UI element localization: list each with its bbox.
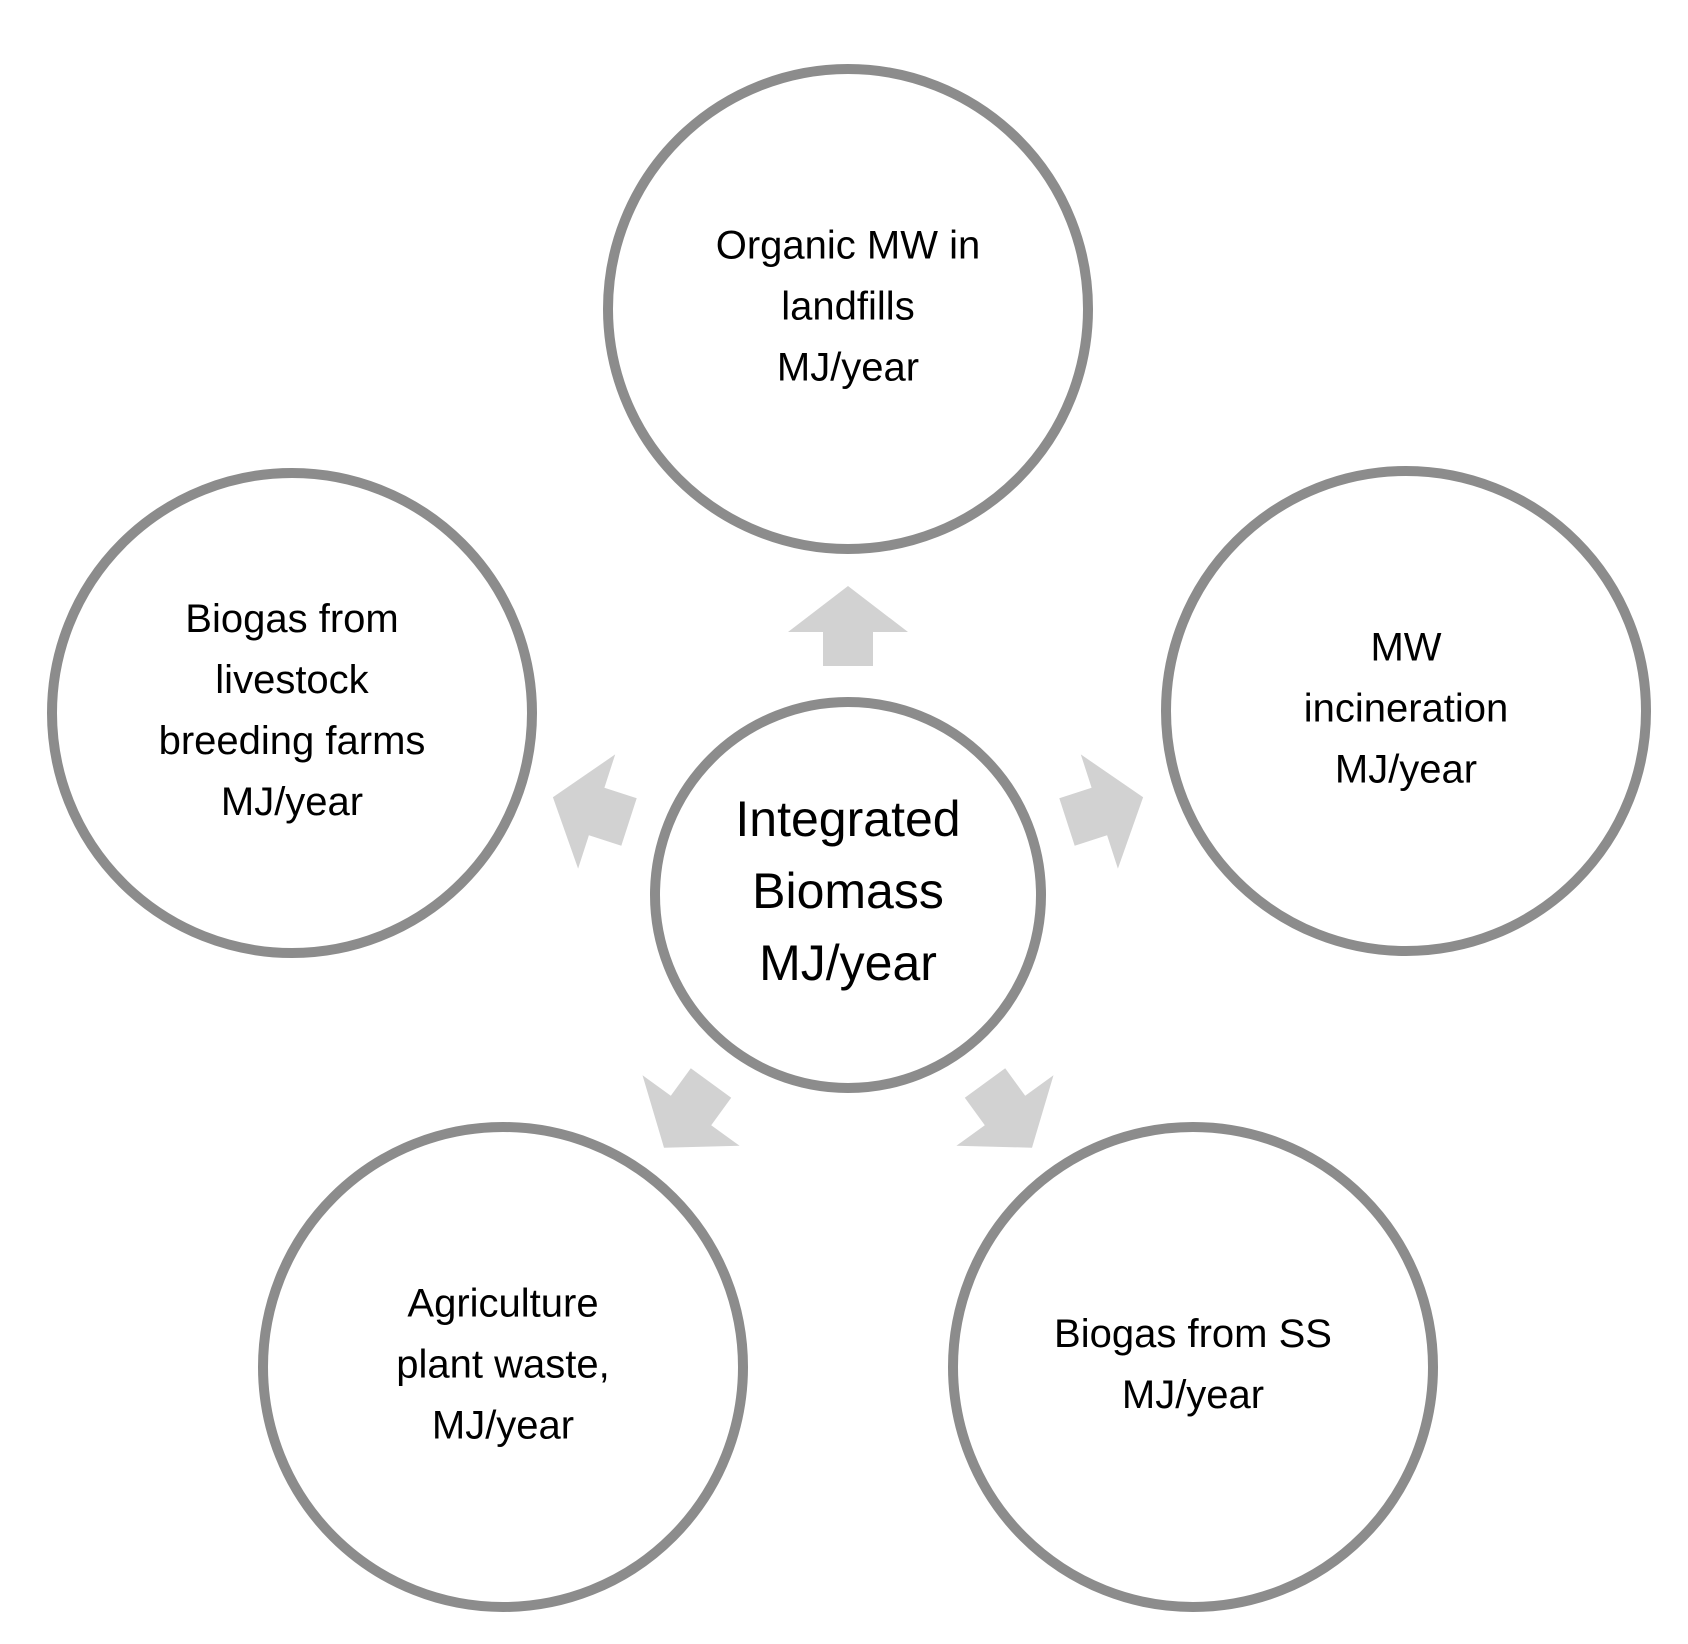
label-biogas-livestock-line-2: livestock: [215, 658, 369, 702]
arrow-to-biogas-ss: [956, 1068, 1054, 1148]
label-organic-mw-landfills-line-1: Organic MW in: [716, 224, 981, 268]
label-mw-incineration-line-1: MW: [1370, 626, 1441, 670]
label-biogas-ss-line-2: MJ/year: [1122, 1373, 1264, 1417]
arrows-layer: [552, 586, 1144, 1148]
circle-mw-incineration: [1161, 466, 1651, 956]
label-integrated-biomass-line-2: Biomass: [752, 863, 944, 919]
label-mw-incineration-line-3: MJ/year: [1335, 748, 1477, 792]
circle-integrated-biomass: [650, 697, 1046, 1093]
arrow-to-organic-mw-landfills: [788, 586, 908, 666]
circle-biogas-livestock: [47, 468, 537, 958]
label-biogas-livestock-line-3: breeding farms: [159, 719, 426, 763]
circle-biogas-ss: [948, 1122, 1438, 1612]
circle-organic-mw-landfills: [603, 64, 1093, 554]
label-agriculture-plant-waste-line-2: plant waste,: [396, 1343, 609, 1387]
text-layer: Organic MW inlandfillsMJ/yearMWincinerat…: [159, 224, 1509, 1448]
label-organic-mw-landfills-line-2: landfills: [781, 285, 914, 329]
label-biogas-livestock-line-1: Biogas from: [185, 597, 398, 641]
label-integrated-biomass-line-1: Integrated: [735, 791, 960, 847]
arrow-to-biogas-livestock: [552, 754, 637, 869]
arrow-to-mw-incineration: [1059, 754, 1144, 869]
label-agriculture-plant-waste-line-3: MJ/year: [432, 1404, 574, 1448]
circle-agriculture-plant-waste: [258, 1122, 748, 1612]
label-agriculture-plant-waste-line-1: Agriculture: [407, 1282, 598, 1326]
label-biogas-livestock-line-4: MJ/year: [221, 780, 363, 824]
label-mw-incineration-line-2: incineration: [1304, 687, 1509, 731]
label-biogas-ss-line-1: Biogas from SS: [1054, 1312, 1332, 1356]
arrow-to-agriculture-plant-waste: [642, 1068, 740, 1148]
label-integrated-biomass-line-3: MJ/year: [759, 935, 937, 991]
circles-layer: [47, 64, 1651, 1612]
label-organic-mw-landfills-line-3: MJ/year: [777, 346, 919, 390]
